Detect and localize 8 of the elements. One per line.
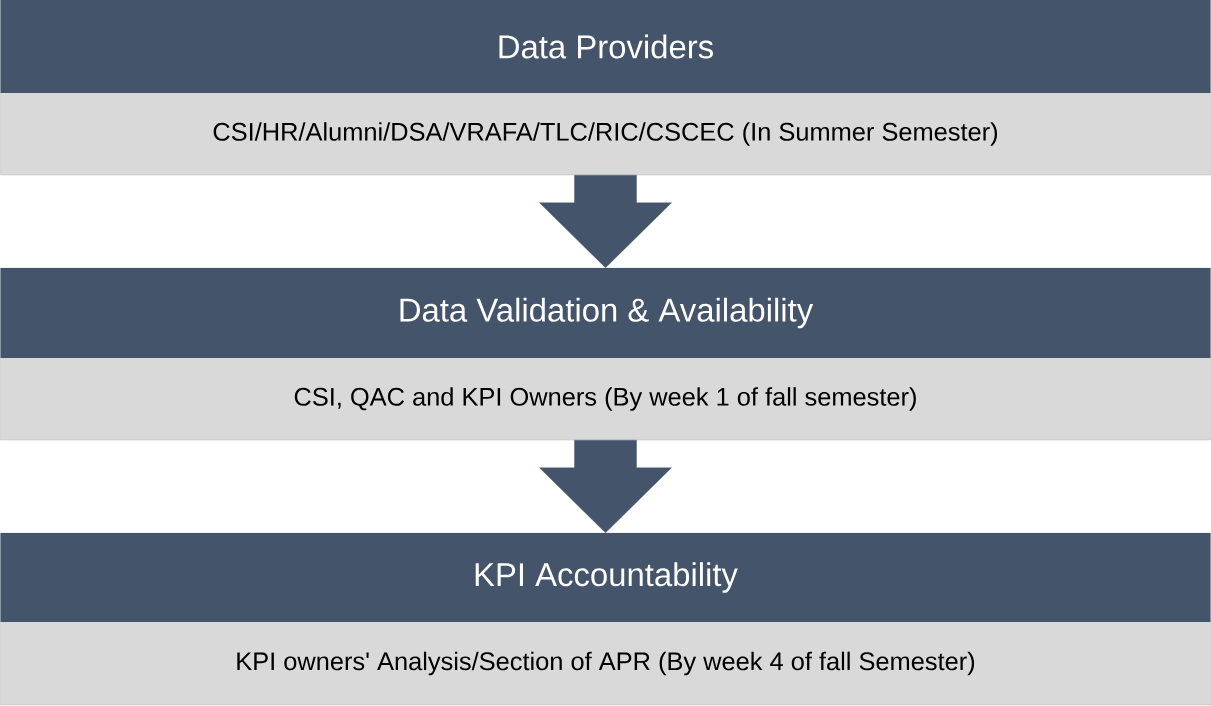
block-arrow: [539, 440, 672, 533]
description: CSI/HR/Alumni/DSA/VRAFA/TLC/RIC/CSCEC (In Summer Semester): [213, 122, 998, 146]
heading: Data Validation & Availability: [400, 297, 814, 329]
heading: Data Providers: [499, 34, 713, 59]
description: KPI owners' Analysis/Section of APR (By week 4 of fall Semester): [237, 651, 975, 676]
description: CSI, QAC and KPI Owners (By week 1 of fall semester): [294, 387, 916, 411]
heading: KPI Accountability: [475, 562, 738, 593]
block-arrow: [539, 175, 672, 268]
